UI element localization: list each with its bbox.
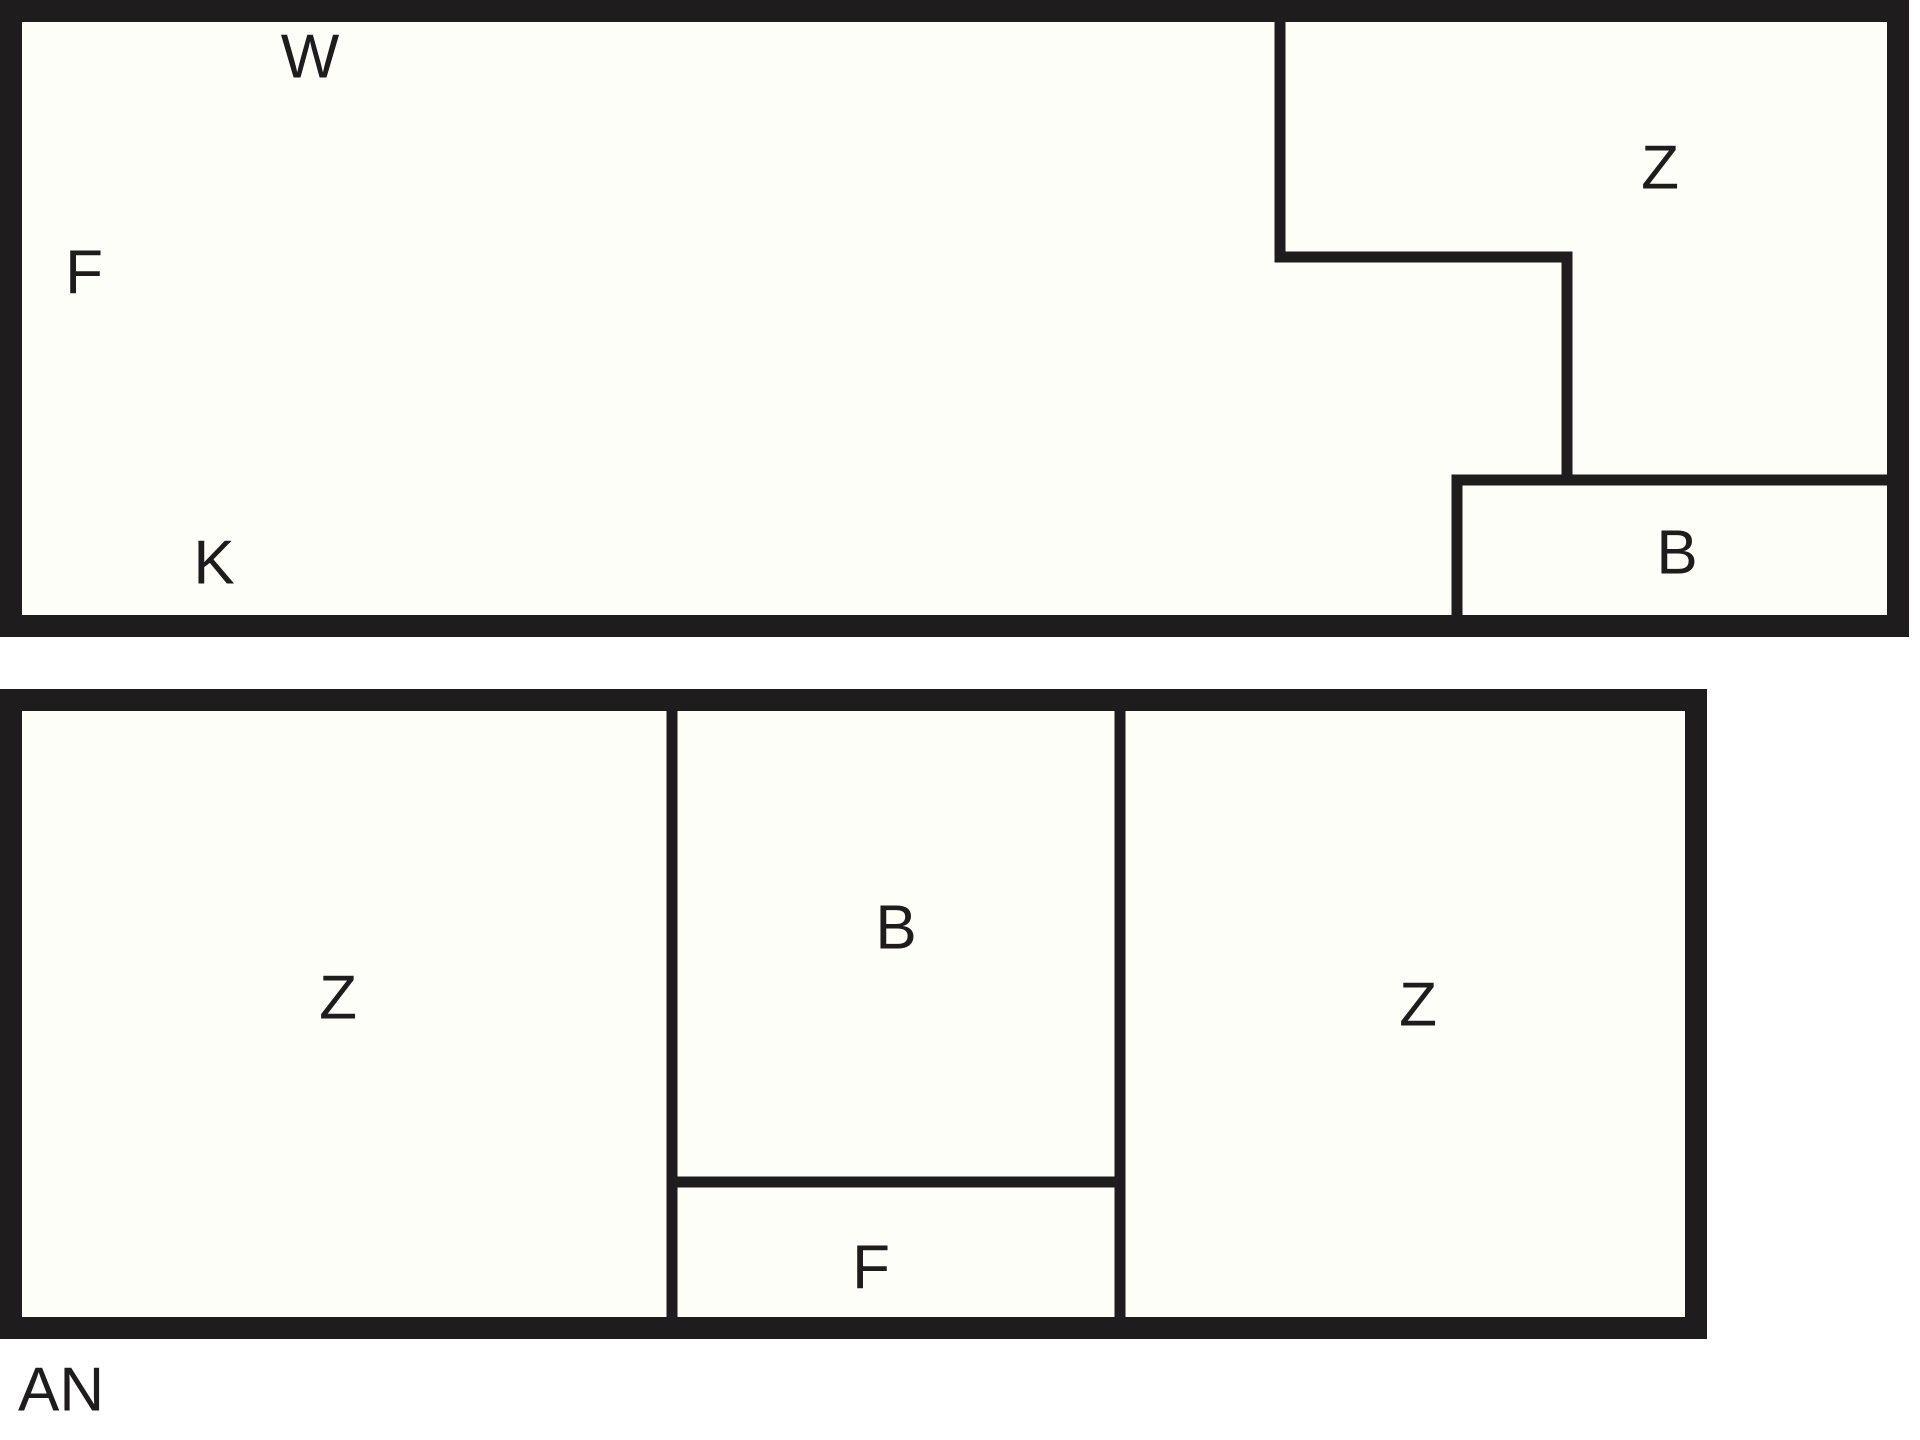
- bottom-plan-caption: AN: [18, 1356, 104, 1425]
- bottom-label-b: B: [875, 894, 916, 963]
- top-label-f: F: [65, 239, 103, 308]
- bottom-label-z-left: Z: [319, 964, 357, 1033]
- bottom-plan-floor: [11, 700, 1696, 1328]
- bottom-plan: Z B F Z AN: [0, 689, 1707, 1425]
- top-label-w: W: [281, 23, 340, 92]
- top-label-b: B: [1656, 519, 1697, 588]
- top-label-z: Z: [1641, 134, 1679, 203]
- top-label-k: K: [193, 529, 234, 598]
- top-plan-b-partition: [1451, 474, 1573, 632]
- top-plan-floor: [11, 11, 1898, 626]
- bottom-plan-outer-wall: [0, 689, 1707, 1339]
- top-plan-z-partition: [1274, 5, 1904, 486]
- top-plan: W F K Z B: [0, 0, 1909, 637]
- bottom-label-f: F: [852, 1234, 890, 1303]
- bottom-label-z-right: Z: [1399, 971, 1437, 1040]
- top-plan-outer-wall: [0, 0, 1909, 637]
